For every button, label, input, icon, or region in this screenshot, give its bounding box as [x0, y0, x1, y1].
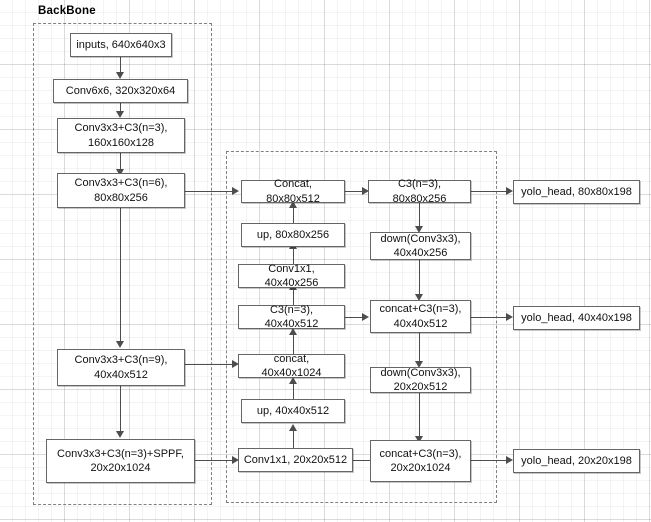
edge-concat-c3-40-to-head40: [471, 317, 508, 319]
arrowhead-c3n3-to-c3n6: [116, 169, 124, 176]
node-conv6x6[interactable]: Conv6x6, 320x320x64: [53, 79, 188, 103]
node-yolo-head-20[interactable]: yolo_head, 20x20x198: [513, 449, 640, 473]
edge-concat80-to-c3n3-80: [345, 191, 363, 193]
edge-conv1x1-20-to-concat-c3-20: [353, 460, 371, 462]
edge-down20-to-concat-c3-20: [419, 392, 421, 437]
node-conv1x1-40[interactable]: Conv1x1, 40x40x256: [238, 263, 345, 289]
edge-c3n3-80-to-down40: [419, 203, 421, 227]
arrowhead-up40-to-concat40: [289, 377, 297, 384]
arrowhead-c3n3-80-to-down40: [415, 226, 423, 233]
edge-conv1x1-20-to-up40: [293, 429, 295, 451]
arrowhead-c3n6-to-concat80: [232, 187, 239, 195]
group-neck: [226, 151, 497, 503]
edge-c3n9-to-concat40: [185, 364, 233, 366]
arrowhead-conv6x6-to-c3n3: [116, 111, 124, 118]
arrowhead-inputs-to-conv6x6: [116, 72, 124, 79]
edge-c3n3-40-to-concat-c3-40: [345, 317, 363, 319]
edge-down40-to-concat-c3-40: [419, 260, 421, 295]
arrowhead-c3n9-to-concat40: [232, 360, 239, 368]
node-up-80[interactable]: up, 80x80x256: [241, 223, 345, 247]
arrowhead-conv1x1-20-to-up40: [289, 424, 297, 431]
group-backbone: [33, 23, 212, 505]
edge-c3n9-to-sppf: [120, 386, 122, 432]
node-inputs[interactable]: inputs, 640x640x3: [70, 33, 172, 57]
arrowhead-sppf-to-conv1x1-20: [232, 456, 239, 464]
arrowhead-concat-c3-20-to-head20: [506, 456, 513, 464]
node-down-conv3x3-40[interactable]: down(Conv3x3), 40x40x256: [370, 232, 471, 260]
edge-c3n6-to-c3n9: [120, 208, 122, 342]
arrowhead-concat80-to-c3n3-80: [362, 187, 369, 195]
arrowhead-down40-to-concat-c3-40: [415, 294, 423, 301]
node-conv3x3-c3-n3-160[interactable]: Conv3x3+C3(n=3), 160x160x128: [57, 118, 185, 153]
edge-concat-c3-20-to-head20: [471, 460, 508, 462]
node-c3-n3-80[interactable]: C3(n=3), 80x80x256: [368, 178, 471, 205]
arrowhead-c3n9-to-sppf: [116, 431, 124, 438]
node-down-conv3x3-20[interactable]: down(Conv3x3), 20x20x512: [370, 367, 471, 393]
edge-concat-c3-40-to-down20: [419, 333, 421, 362]
node-up-40[interactable]: up, 40x40x512: [241, 399, 345, 423]
node-conv3x3-c3-n9-40[interactable]: Conv3x3+C3(n=9), 40x40x512: [57, 349, 185, 386]
node-conv3x3-c3-n3-sppf-20[interactable]: Conv3x3+C3(n=3)+SPPF, 20x20x1024: [46, 439, 195, 483]
arrowhead-concat-c3-40-to-head40: [506, 313, 513, 321]
arrowhead-up80-to-concat80: [289, 201, 297, 208]
node-c3-n3-40[interactable]: C3(n=3), 40x40x512: [238, 304, 345, 330]
arrowhead-concat40-to-c3n3-40: [289, 328, 297, 335]
arrowhead-down20-to-concat-c3-20: [415, 436, 423, 443]
edge-c3n3-80-to-head80: [471, 191, 508, 193]
edge-c3n6-to-concat80: [185, 191, 233, 193]
arrowhead-c3n3-40-to-concat-c3-40: [362, 313, 369, 321]
node-yolo-head-80[interactable]: yolo_head, 80x80x198: [513, 180, 640, 204]
node-yolo-head-40[interactable]: yolo_head, 40x40x198: [513, 306, 640, 330]
node-concat-40[interactable]: concat, 40x40x1024: [238, 353, 345, 379]
edge-conv1x1-40-to-up80: [293, 247, 295, 265]
node-concat-80[interactable]: Concat, 80x80x512: [241, 178, 345, 205]
edge-c3n3-to-c3n6: [120, 152, 122, 170]
node-conv3x3-c3-n6-80[interactable]: Conv3x3+C3(n=6), 80x80x256: [57, 173, 185, 208]
edge-inputs-to-conv6x6: [120, 57, 122, 73]
node-conv1x1-20[interactable]: Conv1x1, 20x20x512: [238, 448, 353, 472]
group-backbone-label: BackBone: [38, 5, 96, 17]
edge-c3n3-40-to-conv1x1-40: [293, 288, 295, 308]
edge-sppf-to-conv1x1-20: [195, 460, 233, 462]
edge-concat40-to-c3n3-40: [293, 333, 295, 355]
edge-conv6x6-to-c3n3: [120, 102, 122, 112]
arrowhead-c3n3-80-to-head80: [506, 187, 513, 195]
edge-up80-to-concat80: [293, 206, 295, 224]
arrowhead-concat-c3-40-to-down20: [415, 361, 423, 368]
node-concat-c3-n3-20[interactable]: concat+C3(n=3), 20x20x1024: [370, 440, 471, 482]
node-concat-c3-n3-40[interactable]: concat+C3(n=3), 40x40x512: [370, 300, 471, 333]
arrowhead-c3n6-to-c3n9: [116, 341, 124, 348]
edge-up40-to-concat40: [293, 382, 295, 400]
